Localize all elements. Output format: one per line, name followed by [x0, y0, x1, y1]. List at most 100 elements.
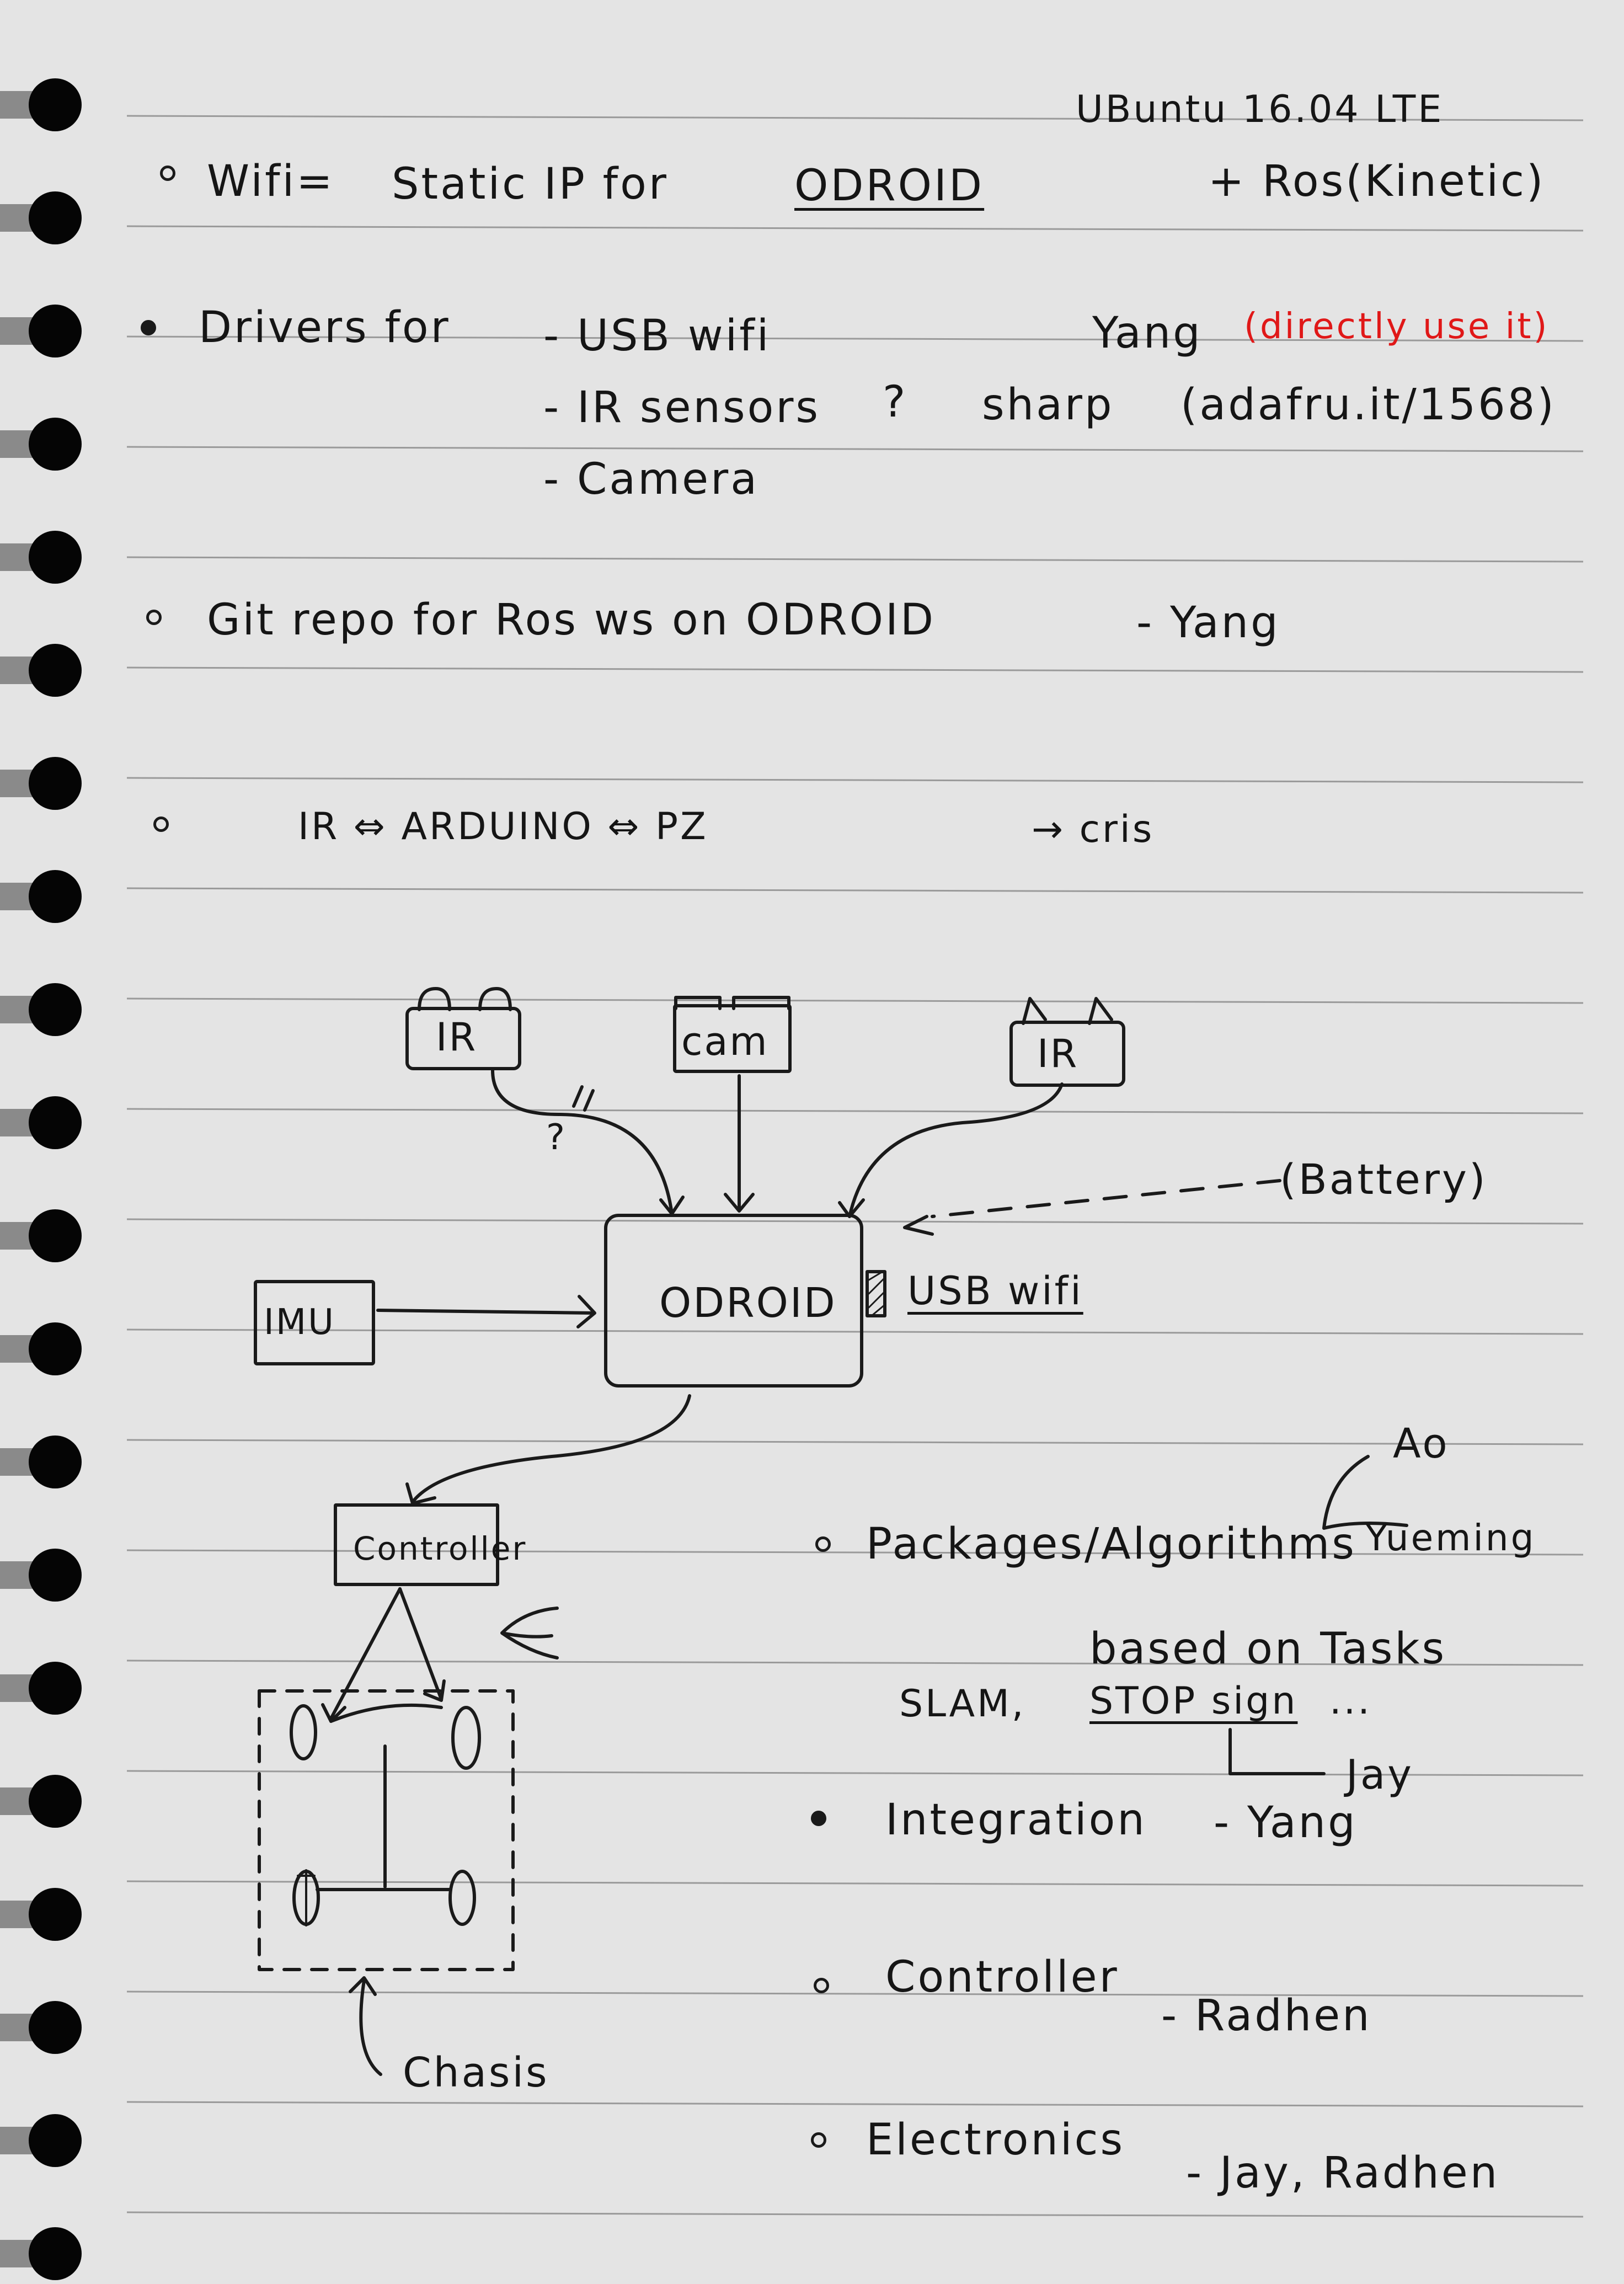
- ir-left-box: [405, 1007, 521, 1070]
- ruled-line: [126, 887, 1584, 894]
- torn-edge: [0, 2014, 33, 2041]
- arrow-controller-right-wheel: [398, 1587, 443, 1701]
- binding-hole: [29, 1096, 82, 1149]
- drivers-label: Drivers for: [199, 303, 451, 353]
- ruled-line: [126, 1108, 1584, 1114]
- usb-wifi-label: USB wifi: [907, 1268, 1083, 1314]
- binding-hole: [29, 191, 82, 244]
- ellipsis: ...: [1329, 1679, 1372, 1723]
- imu-label: IMU: [264, 1302, 335, 1343]
- bullet-controller: [814, 1978, 829, 1993]
- wifi-text: Static IP for: [392, 159, 669, 209]
- drivers-ir: - IR sensors: [543, 383, 821, 433]
- ao-label: Ao: [1393, 1420, 1450, 1467]
- bracket-ao-yueming: [1322, 1455, 1408, 1530]
- torn-edge: [0, 1448, 33, 1476]
- arrow-pointer-chassis: [500, 1607, 559, 1659]
- bullet-wifi: [160, 166, 175, 181]
- controller-label: Controller: [353, 1530, 527, 1567]
- based-on-label: based on Tasks: [1089, 1624, 1447, 1674]
- ir-right-ear-right: [1088, 997, 1113, 1025]
- binding-hole: [29, 870, 82, 923]
- electronics-label: Electronics: [866, 2115, 1125, 2165]
- bullet-packages: [815, 1536, 831, 1552]
- odroid-box: [604, 1214, 863, 1388]
- binding-hole: [29, 78, 82, 131]
- ruled-line: [126, 777, 1584, 783]
- torn-edge: [0, 317, 33, 345]
- ruled-line: [126, 1549, 1584, 1556]
- wheel-front-left: [290, 1704, 317, 1760]
- ruled-line: [126, 446, 1584, 452]
- ruled-line: [126, 115, 1584, 121]
- torn-edge: [0, 1674, 33, 1702]
- binding-hole: [29, 983, 82, 1036]
- binding-hole: [29, 1322, 82, 1375]
- torn-edge: [0, 1335, 33, 1363]
- arrow-chasis-label: [359, 1979, 382, 2076]
- drivers-ir-sharp: sharp: [982, 380, 1114, 430]
- cam-label: cam: [681, 1019, 769, 1064]
- wifi-os: UBuntu 16.04 LTE: [1076, 88, 1444, 131]
- cam-tab-left: [674, 996, 722, 1010]
- torn-edge: [0, 91, 33, 119]
- yueming-label: Yueming: [1365, 1517, 1536, 1559]
- slam-label: SLAM,: [899, 1682, 1026, 1726]
- ruled-line: [126, 225, 1584, 232]
- ruled-line: [126, 1659, 1584, 1666]
- binding-hole: [29, 1549, 82, 1602]
- drivers-camera: - Camera: [543, 455, 760, 504]
- torn-edge: [0, 2240, 33, 2267]
- ruled-line: [126, 1880, 1584, 1887]
- arrow-odroid-controller: [412, 1394, 691, 1502]
- binding-hole: [29, 1775, 82, 1828]
- ruled-line: [126, 666, 1584, 673]
- bullet-ir-chain: [153, 817, 169, 832]
- ir-chain-owner: → cris: [1032, 808, 1155, 851]
- arrowhead-chasis: [349, 1976, 377, 1996]
- wifi-ros: + Ros(Kinetic): [1208, 157, 1546, 206]
- git-text: Git repo for Ros ws on ODROID: [207, 595, 936, 645]
- battery-label: (Battery): [1280, 1155, 1488, 1204]
- usb-wifi-connector: [866, 1270, 886, 1317]
- wifi-target: ODROID: [794, 161, 985, 211]
- integration-label: Integration: [885, 1795, 1147, 1845]
- controller-task-label: Controller: [885, 1952, 1119, 2002]
- binding-hole: [29, 2114, 82, 2167]
- imu-box: [254, 1280, 375, 1365]
- bracket-jay: [1228, 1728, 1326, 1775]
- drivers-ir-link: (adafru.it/1568): [1180, 380, 1556, 430]
- cam-tab-right: [732, 996, 790, 1010]
- torn-edge: [0, 1109, 33, 1136]
- ruled-line: [126, 1770, 1584, 1776]
- binding-hole: [29, 531, 82, 584]
- arrow-controller-left-wheel: [329, 1587, 402, 1720]
- torn-edge: [0, 1787, 33, 1815]
- ir-right-label: IR: [1037, 1031, 1079, 1076]
- arrowhead-battery: [903, 1215, 934, 1236]
- wheel-front-right: [451, 1706, 481, 1770]
- binding-hole: [29, 1435, 82, 1488]
- binding-hole: [29, 644, 82, 697]
- ir-left-question: ?: [546, 1117, 567, 1158]
- ruled-line: [126, 1991, 1584, 1997]
- torn-edge: [0, 996, 33, 1023]
- torn-edge: [0, 770, 33, 797]
- torn-edge: [0, 883, 33, 910]
- torn-edge: [0, 543, 33, 571]
- torn-edge: [0, 2127, 33, 2154]
- ir-left-label: IR: [436, 1015, 478, 1060]
- electronics-owner: - Jay, Radhen: [1186, 2148, 1500, 2198]
- drivers-usb-owner: Yang: [1092, 308, 1203, 358]
- bullet-git: [146, 610, 162, 625]
- torn-edge: [0, 657, 33, 684]
- ir-right-ear-left: [1022, 997, 1047, 1025]
- drivers-ir-question: ?: [883, 377, 908, 427]
- arrow-ir-right-odroid: [848, 1082, 1064, 1218]
- jay-label: Jay: [1346, 1751, 1414, 1799]
- binding-hole: [29, 757, 82, 810]
- ruled-line: [126, 2211, 1584, 2218]
